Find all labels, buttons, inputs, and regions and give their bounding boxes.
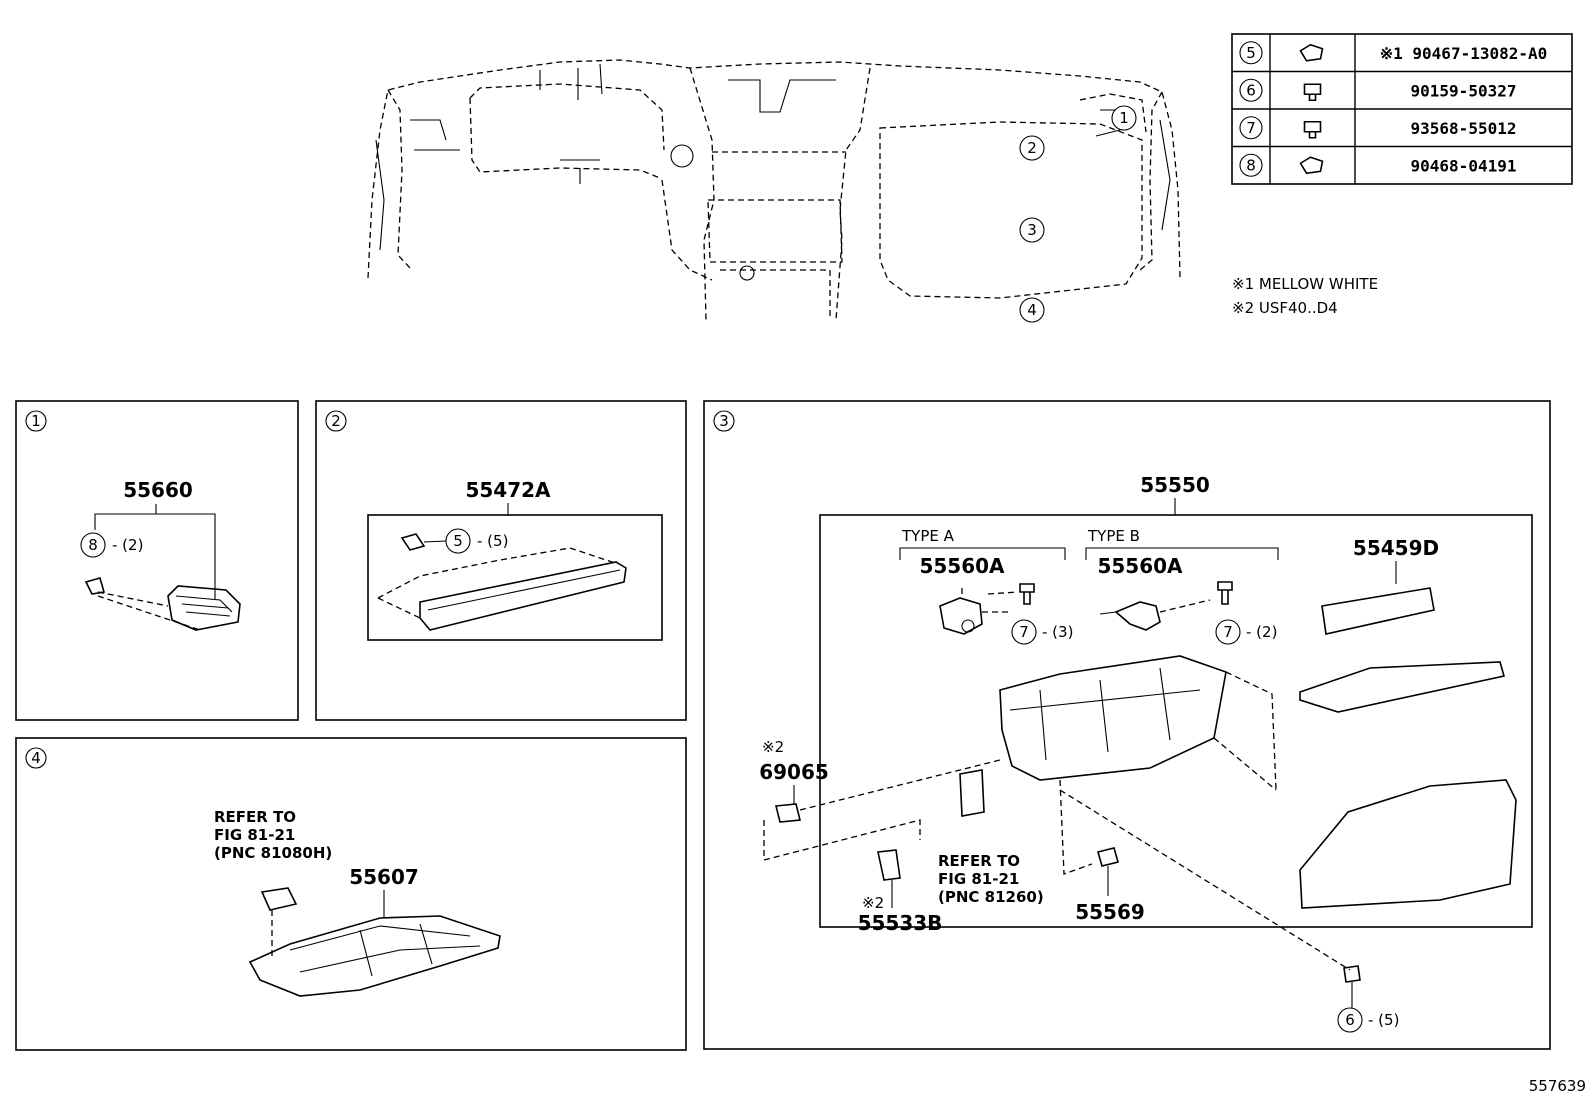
refer-line-1: REFER TO bbox=[214, 808, 296, 826]
clip-icon bbox=[1299, 43, 1324, 62]
overview-callout-4: 4 bbox=[1019, 297, 1045, 323]
callout-6: 6 bbox=[1337, 1007, 1363, 1033]
panel-4-number: 4 bbox=[25, 747, 47, 769]
connector-part bbox=[260, 887, 298, 911]
mark-69065: ※2 bbox=[762, 738, 784, 756]
table-ref: 8 bbox=[1246, 156, 1256, 174]
clip-icon bbox=[1299, 156, 1324, 175]
part-55660: 55660 bbox=[123, 478, 193, 502]
table-ref-circle bbox=[1239, 153, 1263, 177]
callout-7-type-b: 7 bbox=[1215, 619, 1241, 645]
part-55560a-type-b: 55560A bbox=[1097, 554, 1183, 578]
svg-text:6: 6 bbox=[1345, 1011, 1355, 1029]
damper-part bbox=[1097, 847, 1119, 867]
panel-1-number: 1 bbox=[25, 410, 47, 432]
svg-text:1: 1 bbox=[1119, 109, 1129, 127]
panel-2-number: 2 bbox=[325, 410, 347, 432]
part-55550: 55550 bbox=[1140, 473, 1210, 497]
qty-6: - (5) bbox=[1368, 1011, 1399, 1029]
panel-3: 3 55550 TYPE A 55560A TYPE B 55560A 7 - … bbox=[703, 400, 1551, 1050]
part-55472a: 55472A bbox=[465, 478, 551, 502]
svg-text:5: 5 bbox=[453, 532, 463, 550]
part-55607: 55607 bbox=[349, 865, 419, 889]
table-ref: 6 bbox=[1246, 81, 1256, 99]
refer-line-2: FIG 81-21 bbox=[214, 826, 295, 844]
mark-55533b: ※2 bbox=[862, 894, 884, 912]
latch-type-b bbox=[1099, 601, 1161, 631]
panel-4: 4 REFER TO FIG 81-21 (PNC 81080H) 55607 bbox=[15, 737, 687, 1051]
panel-1: 1 55660 8 - (2) bbox=[15, 400, 299, 721]
callout-7-type-a: 7 bbox=[1011, 619, 1037, 645]
table-part-number: 93568-55012 bbox=[1411, 119, 1517, 138]
dashboard-overview bbox=[367, 59, 1181, 321]
qty-8: - (2) bbox=[112, 536, 143, 554]
panel-3-number: 3 bbox=[713, 410, 735, 432]
refer-line-3: (PNC 81260) bbox=[938, 888, 1044, 906]
note-2: ※2 USF40..D4 bbox=[1232, 299, 1338, 317]
svg-text:4: 4 bbox=[1027, 301, 1037, 319]
refer-line-1: REFER TO bbox=[938, 852, 1020, 870]
part-69065: 69065 bbox=[759, 760, 829, 784]
clip-part bbox=[400, 533, 426, 551]
overview-callouts: 1 2 3 4 bbox=[1019, 105, 1137, 323]
lamp-switch-part bbox=[774, 803, 802, 823]
callout-8: 8 bbox=[80, 532, 106, 558]
table-part-number: 90159-50327 bbox=[1411, 81, 1517, 100]
lid-strip-part bbox=[1321, 587, 1435, 635]
part-55569: 55569 bbox=[1075, 900, 1145, 924]
panel-2: 2 55472A 5 - (5) bbox=[315, 400, 687, 721]
part-55459d: 55459D bbox=[1353, 536, 1439, 560]
trim-strip-part bbox=[419, 561, 627, 631]
svg-text:8: 8 bbox=[88, 536, 98, 554]
bracket-part bbox=[877, 849, 901, 881]
latch-type-a bbox=[939, 597, 983, 635]
table-ref: 5 bbox=[1246, 44, 1256, 62]
table-ref-circle bbox=[1239, 78, 1263, 102]
switch-part bbox=[959, 769, 985, 817]
callout-5: 5 bbox=[445, 528, 471, 554]
screw-icon bbox=[1303, 83, 1322, 102]
type-b-label: TYPE B bbox=[1087, 527, 1140, 545]
table-ref-circle bbox=[1239, 41, 1263, 65]
lower-cover-part bbox=[248, 915, 501, 997]
refer-line-3: (PNC 81080H) bbox=[214, 844, 332, 862]
table-part-number: ※1 90467-13082-A0 bbox=[1380, 44, 1548, 63]
svg-text:7: 7 bbox=[1223, 623, 1233, 641]
svg-text:3: 3 bbox=[719, 412, 729, 430]
type-a-label: TYPE A bbox=[901, 527, 955, 545]
overview-callout-2: 2 bbox=[1019, 135, 1045, 161]
svg-text:7: 7 bbox=[1019, 623, 1029, 641]
screw-part bbox=[1343, 965, 1361, 983]
clip-part bbox=[84, 577, 106, 595]
overview-callout-1: 1 bbox=[1111, 105, 1137, 131]
glove-box-door-part bbox=[1299, 779, 1517, 909]
table-ref-circle bbox=[1239, 116, 1263, 140]
svg-text:2: 2 bbox=[1027, 139, 1037, 157]
svg-text:2: 2 bbox=[331, 412, 341, 430]
figure-id: 557639 bbox=[1529, 1077, 1586, 1095]
bolt-icon bbox=[1303, 120, 1322, 139]
overview-callout-3: 3 bbox=[1019, 217, 1045, 243]
lid-inner-part bbox=[1299, 661, 1506, 713]
qty-7-type-b: - (2) bbox=[1246, 623, 1277, 641]
svg-text:4: 4 bbox=[31, 749, 41, 767]
qty-5: - (5) bbox=[477, 532, 508, 550]
parts-table: 5 ※1 90467-13082-A0 6 90159-50327 7 93568-550… bbox=[1231, 33, 1573, 185]
part-55560a-type-a: 55560A bbox=[919, 554, 1005, 578]
svg-text:1: 1 bbox=[31, 412, 41, 430]
refer-line-2: FIG 81-21 bbox=[938, 870, 1019, 888]
part-55533b: 55533B bbox=[858, 911, 943, 935]
svg-text:3: 3 bbox=[1027, 221, 1037, 239]
glove-box-frame-part bbox=[999, 655, 1227, 781]
note-1: ※1 MELLOW WHITE bbox=[1232, 275, 1378, 293]
table-ref: 7 bbox=[1246, 119, 1256, 137]
table-part-number: 90468-04191 bbox=[1411, 156, 1517, 175]
qty-7-type-a: - (3) bbox=[1042, 623, 1073, 641]
